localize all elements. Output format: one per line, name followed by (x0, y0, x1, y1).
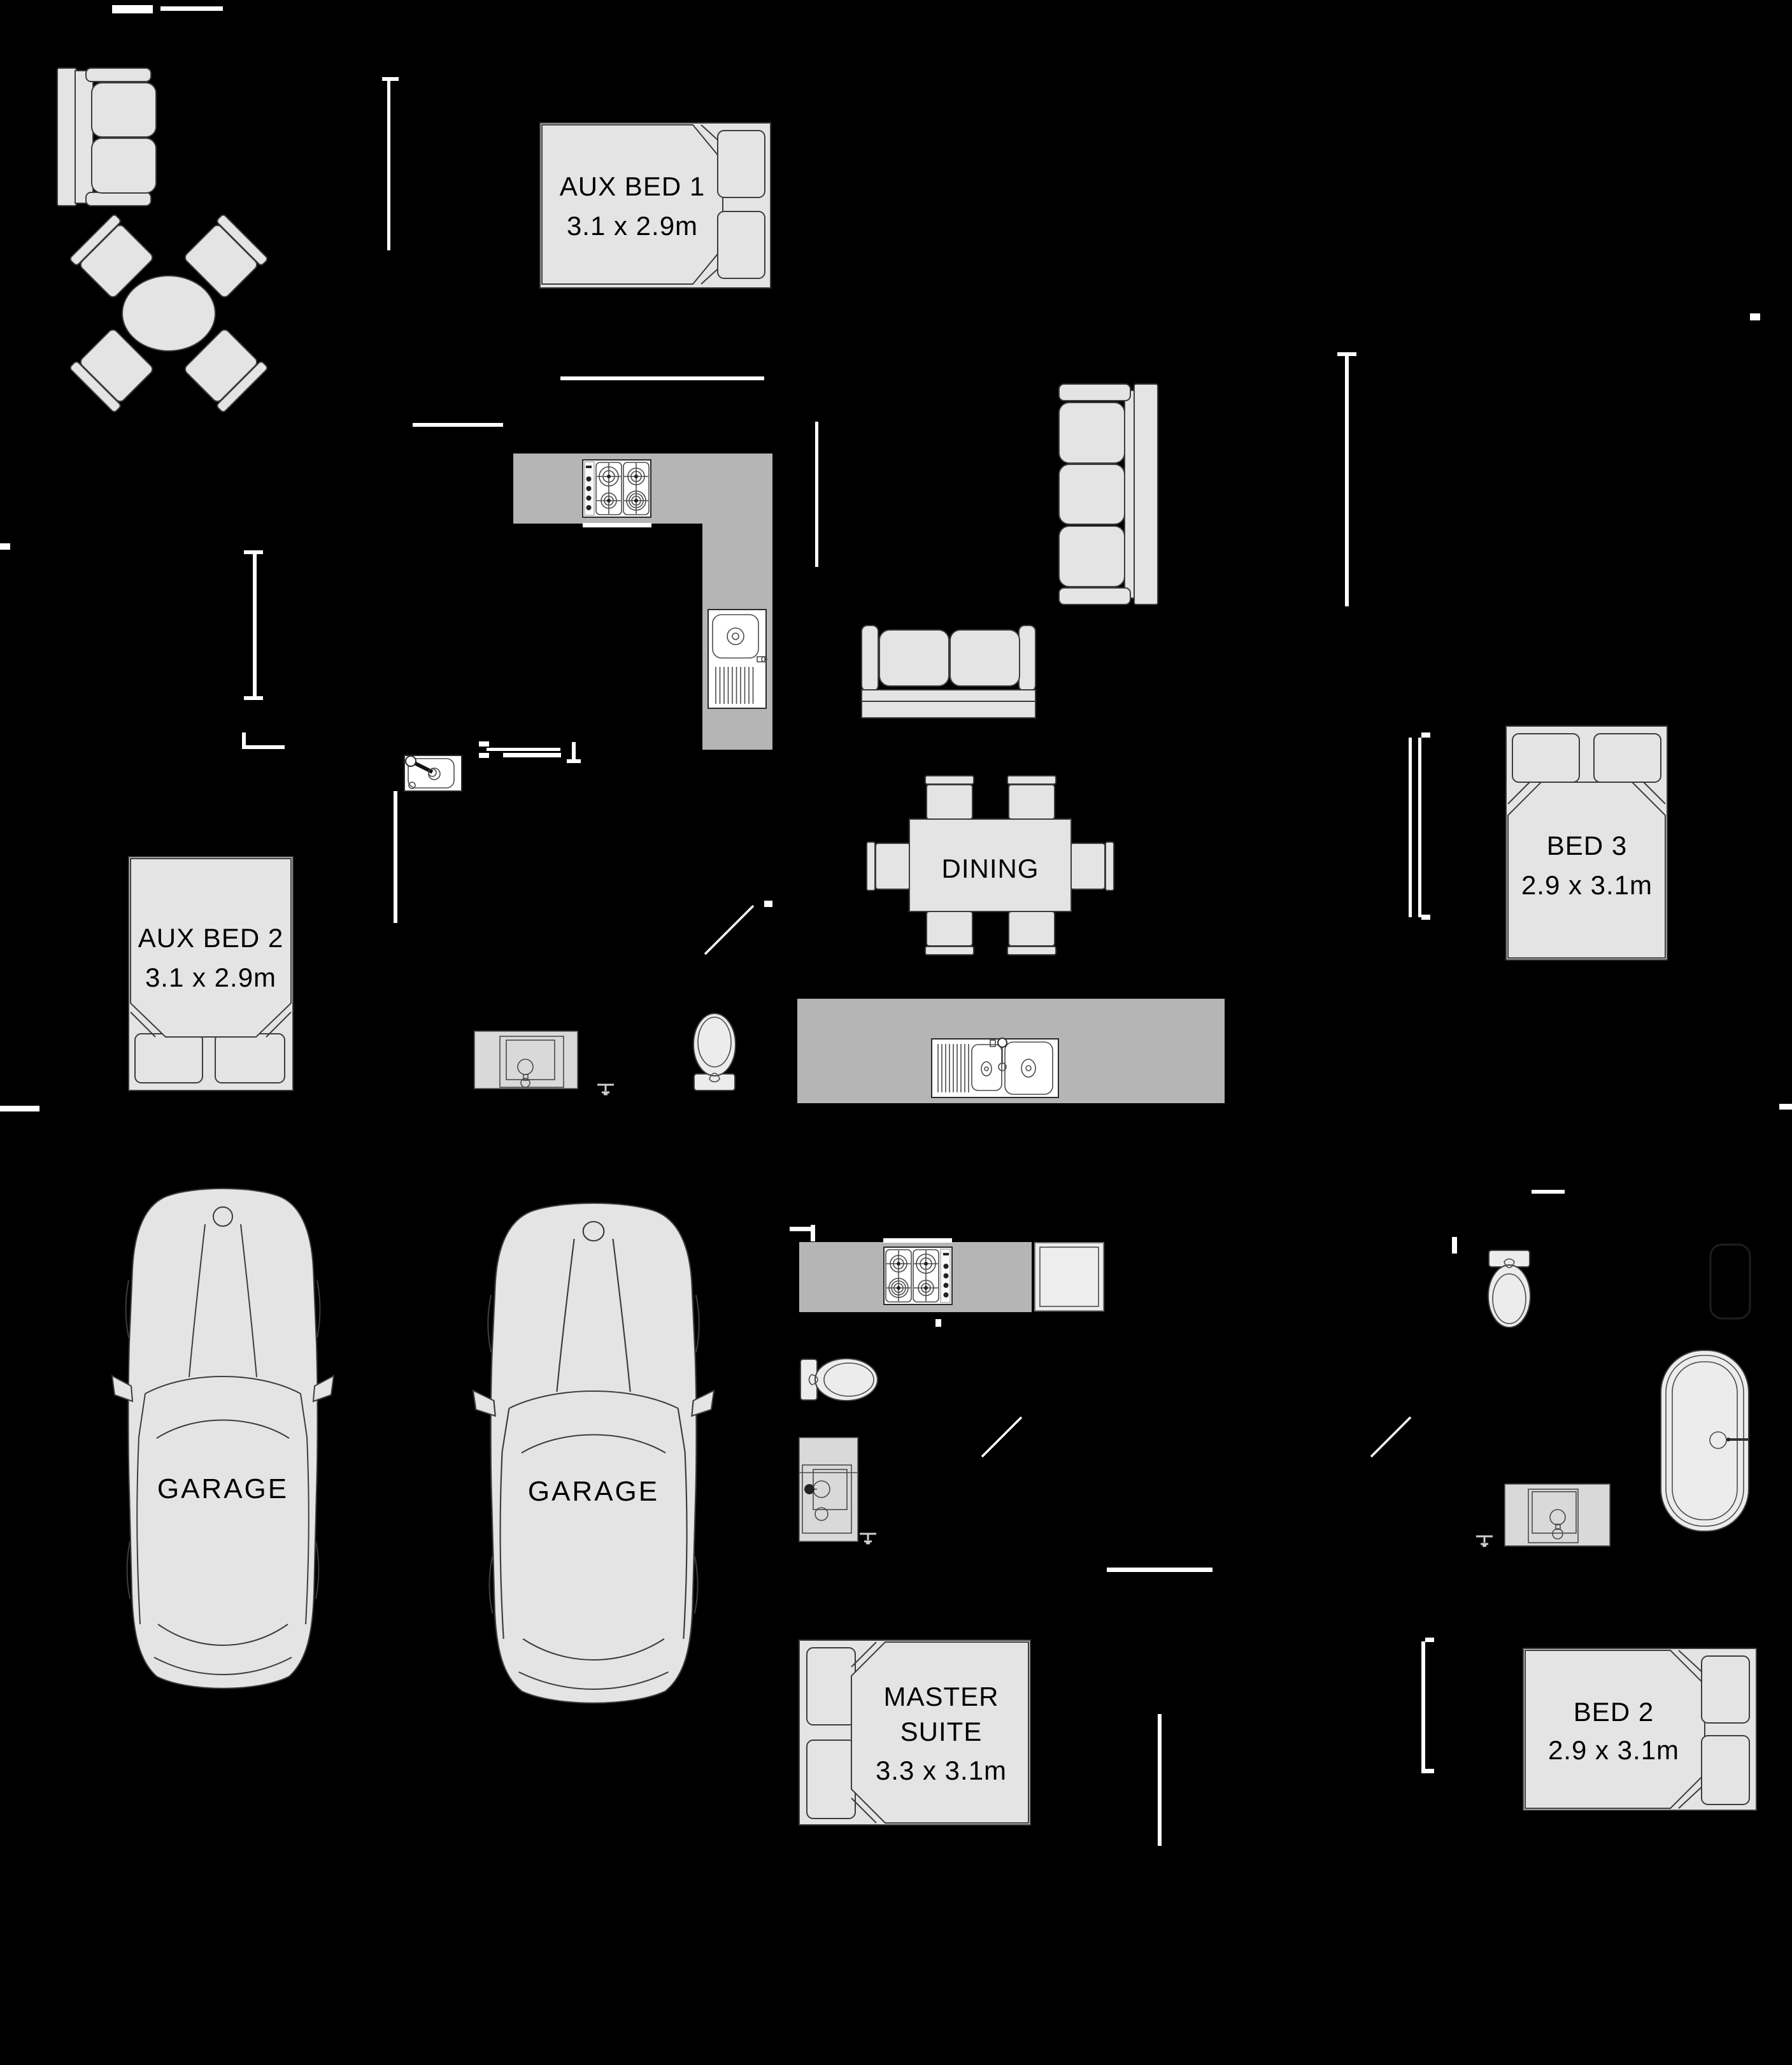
door-swings (704, 904, 1412, 1458)
round-table-set (68, 213, 269, 414)
bed-aux-1 (539, 122, 771, 289)
dining-table (909, 818, 1072, 912)
appliance-square (1034, 1242, 1104, 1311)
room-label-garage-left: GARAGE (157, 1473, 288, 1504)
kitchen-sink (708, 609, 767, 709)
toilet-ensuite-left (800, 1358, 878, 1401)
shower-outline (1709, 1243, 1751, 1320)
room-label-bed-3: BED 3 (1547, 831, 1627, 861)
sofa-two-seater (57, 68, 157, 206)
bed-3 (1505, 725, 1668, 961)
wall-opening (583, 523, 651, 527)
room-size-aux-bed-2: 3.1 x 2.9m (145, 962, 276, 992)
room-label-master-line2: SUITE (900, 1717, 983, 1747)
vanity-ensuite-left (799, 1437, 858, 1542)
vanity-bathroom-right (1504, 1483, 1611, 1547)
laundry-tub (404, 755, 462, 792)
room-label-aux-bed-1: AUX BED 1 (560, 171, 705, 201)
room-size-master: 3.3 x 3.1m (876, 1755, 1007, 1785)
sofa-two-seater-lounge (861, 625, 1036, 718)
room-size-bed-3: 2.9 x 3.1m (1521, 870, 1653, 900)
island-double-sink (931, 1038, 1059, 1098)
gas-cooktop-kitchen (582, 459, 651, 518)
round-table (122, 275, 216, 352)
bed-aux-2 (128, 856, 294, 1091)
toilet-bathroom-right (1488, 1250, 1531, 1328)
room-label-garage-right: GARAGE (528, 1476, 659, 1507)
room-size-bed-2: 2.9 x 3.1m (1548, 1735, 1679, 1765)
bed-master (799, 1640, 1031, 1826)
room-label-bed-2: BED 2 (1574, 1697, 1654, 1727)
bed-2 (1523, 1648, 1757, 1811)
room-label-dining: DINING (942, 854, 1039, 883)
gas-cooktop-butler (883, 1247, 953, 1305)
sofa-three-seater (1058, 383, 1158, 605)
garage-right-car: GARAGE (472, 1202, 715, 1704)
dining-set: DINING (866, 775, 1114, 955)
garage-left-car: GARAGE (111, 1188, 334, 1689)
bathtub (1660, 1350, 1749, 1532)
wall-openings (0, 5, 1792, 1846)
appliance-inner (1039, 1247, 1099, 1307)
room-label-aux-bed-2: AUX BED 2 (138, 923, 283, 953)
toilet-powder (693, 1013, 736, 1091)
room-size-aux-bed-1: 3.1 x 2.9m (567, 211, 698, 241)
room-label-master-line1: MASTER (883, 1682, 999, 1711)
vanity-powder (474, 1031, 578, 1089)
